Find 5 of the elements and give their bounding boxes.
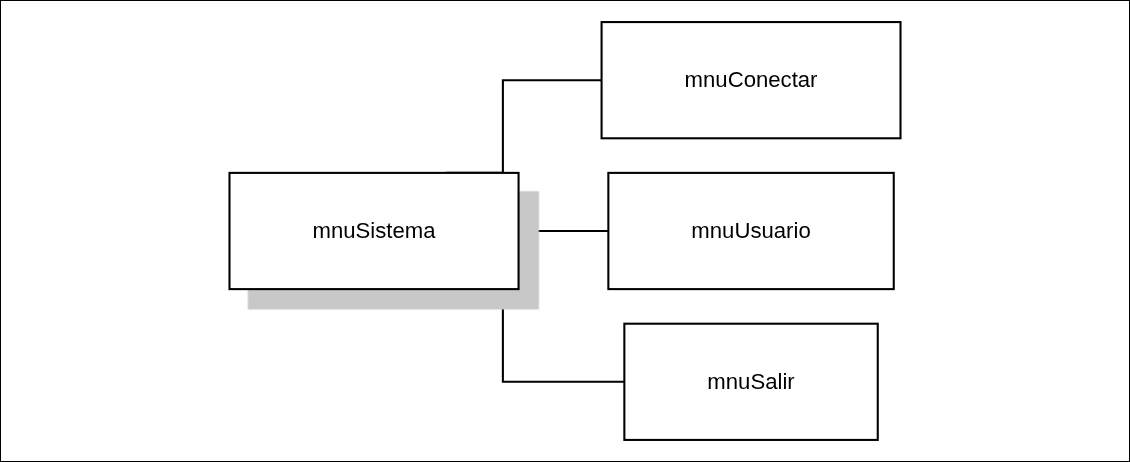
node-box: mnuUsuario (607, 171, 895, 291)
connector (518, 229, 609, 233)
node-box: mnuSistema (228, 171, 520, 291)
node-box: mnuConectar (600, 21, 902, 140)
node-box: mnuSalir (623, 322, 879, 441)
